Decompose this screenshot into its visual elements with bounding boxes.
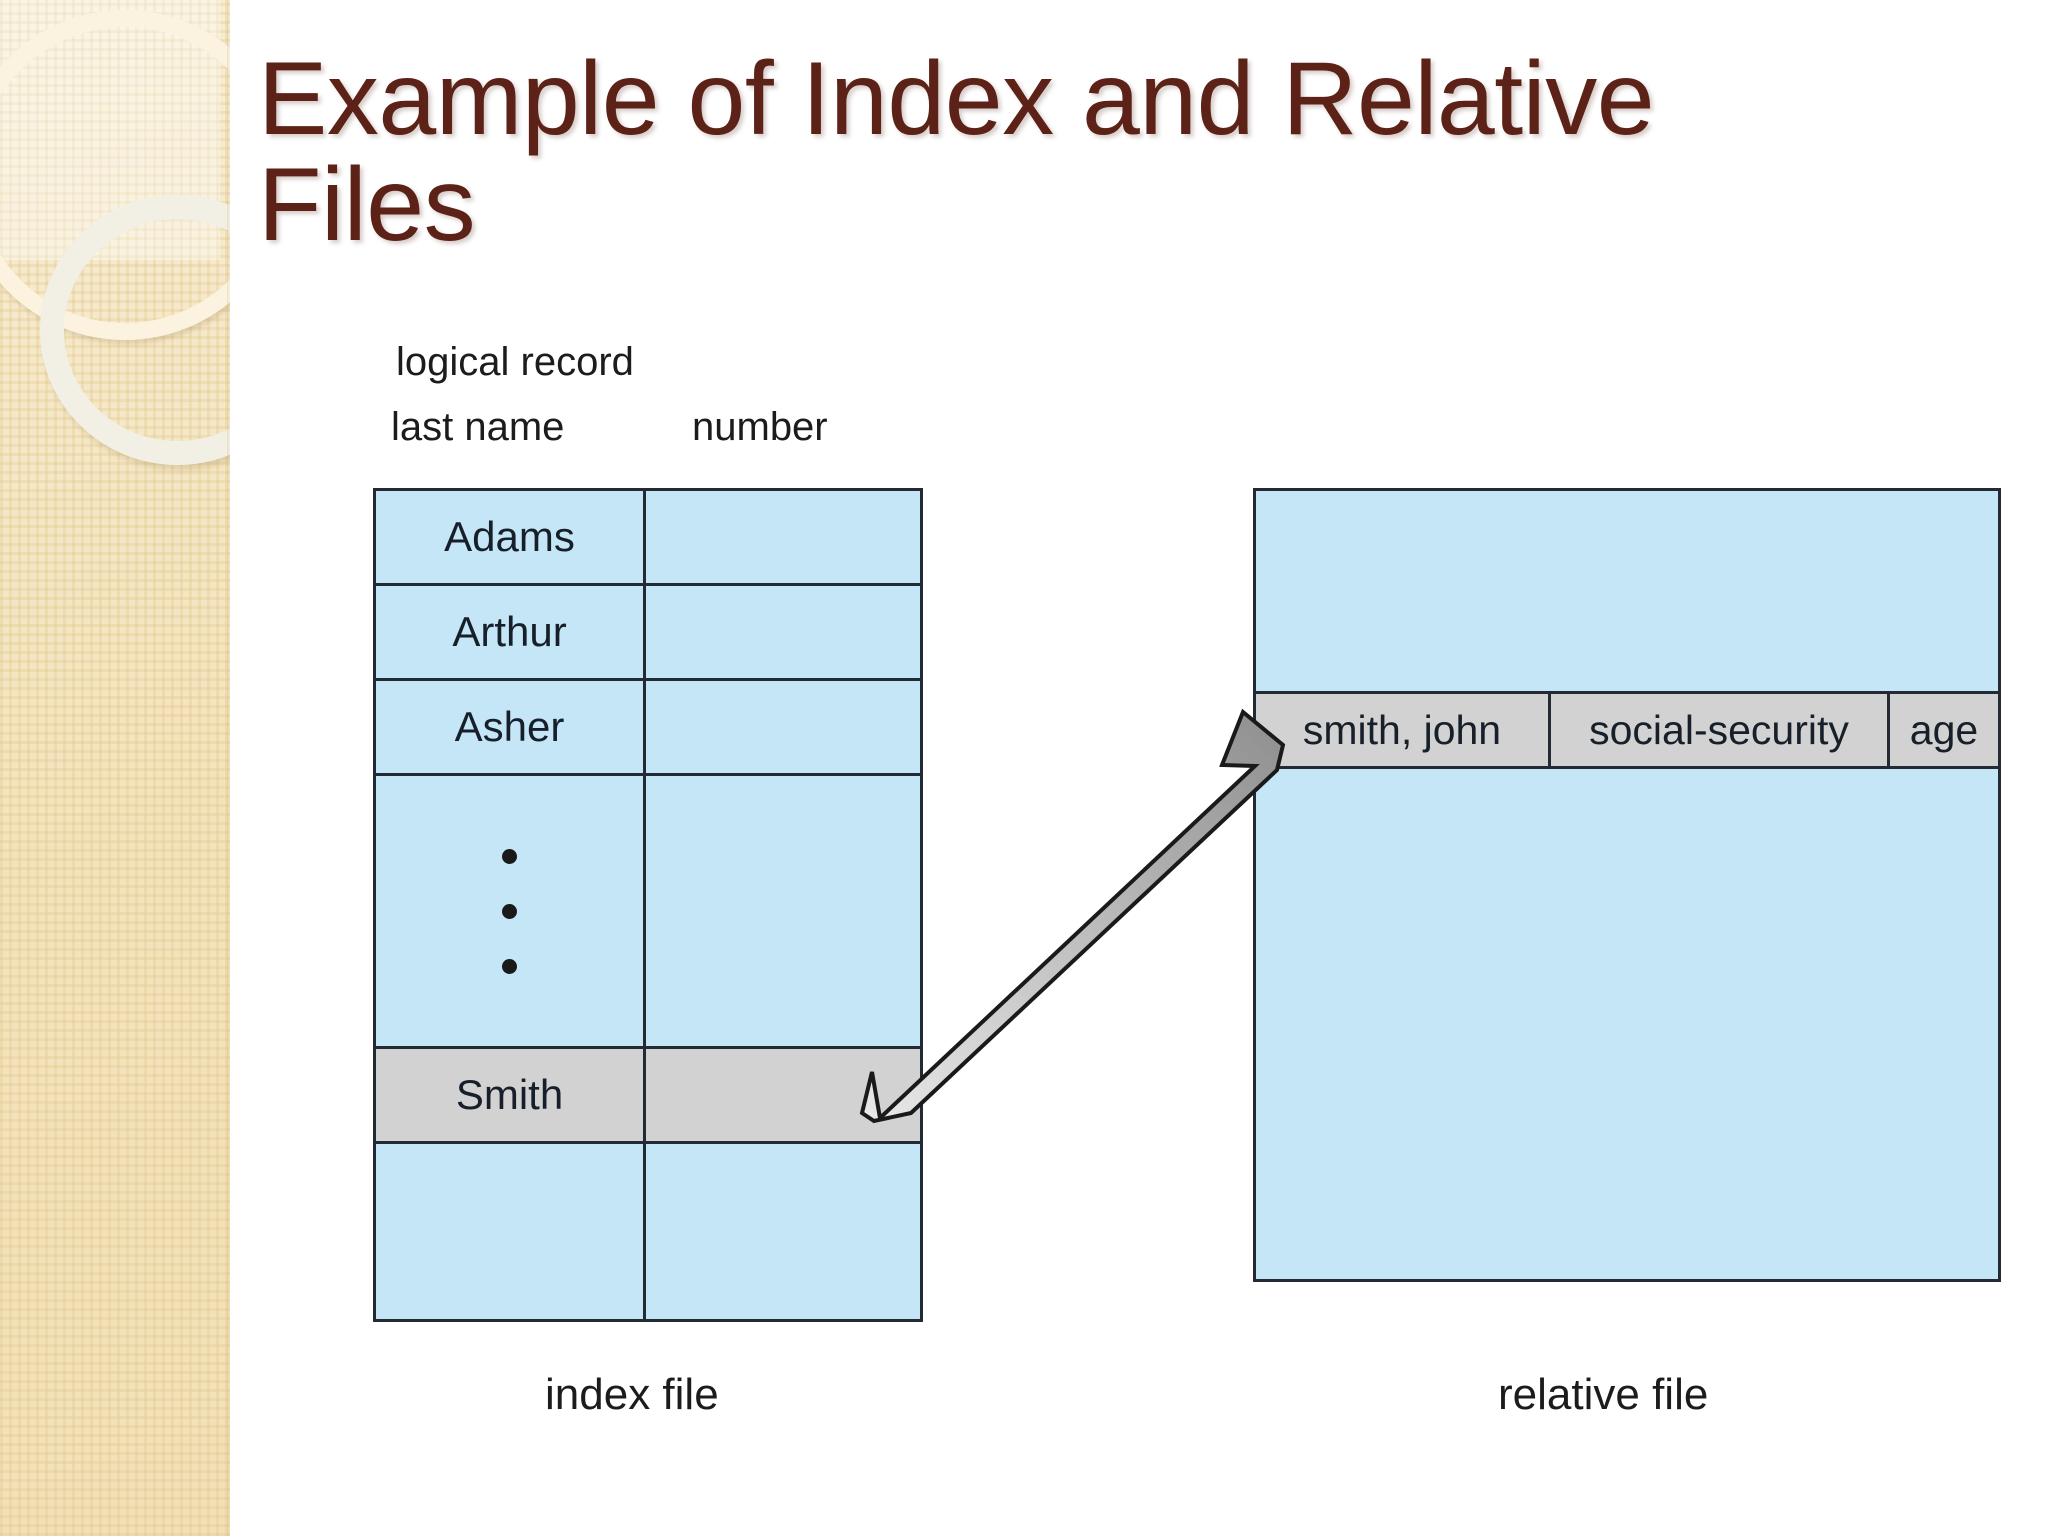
- index-row-last-name: Asher: [376, 681, 646, 773]
- index-empty-cell: [376, 1144, 646, 1319]
- relative-file-space-bottom: [1256, 769, 1998, 1279]
- index-row-last-name: Adams: [376, 491, 646, 583]
- label-last-name: last name: [391, 405, 565, 449]
- table-row[interactable]: Asher: [376, 681, 920, 776]
- index-row-record-number: [646, 681, 920, 773]
- ellipsis-dot: [502, 903, 517, 919]
- index-empty-number-cell: [646, 1144, 920, 1319]
- label-logical-record-line2: number: [692, 405, 828, 449]
- relative-file-record-smith-john[interactable]: smith, john social-security age: [1256, 691, 1998, 769]
- index-ellipsis-number-cell: [646, 776, 920, 1046]
- ellipsis-dot: [502, 848, 517, 864]
- record-field-name: smith, john: [1256, 694, 1551, 766]
- table-row-smith-highlighted[interactable]: Smith: [376, 1049, 920, 1144]
- label-logical-record-line1: logical record: [396, 340, 634, 384]
- table-row-empty: [376, 1144, 920, 1319]
- relative-file-space-top: [1256, 491, 1998, 691]
- index-ellipsis-cell: [376, 776, 646, 1046]
- index-row-record-number: [646, 1049, 920, 1141]
- index-row-last-name: Smith: [376, 1049, 646, 1141]
- index-file-table: Adams Arthur Asher: [373, 488, 923, 1322]
- index-row-record-number: [646, 586, 920, 678]
- relative-file-table: smith, john social-security age: [1253, 488, 2001, 1282]
- record-field-social-security: social-security: [1551, 694, 1890, 766]
- band-edge-shadow: [227, 0, 230, 1536]
- page-title: Example of Index and Relative Files: [258, 41, 1655, 264]
- vertical-ellipsis-icon: [376, 848, 643, 974]
- table-row[interactable]: Arthur: [376, 586, 920, 681]
- index-row-last-name: Arthur: [376, 586, 646, 678]
- record-field-age: age: [1890, 694, 1998, 766]
- caption-relative-file: relative file: [1498, 1370, 1709, 1419]
- slide-decoration-band: [0, 0, 230, 1536]
- table-row[interactable]: Adams: [376, 491, 920, 586]
- index-row-record-number: [646, 491, 920, 583]
- table-row-ellipsis: [376, 776, 920, 1049]
- ellipsis-dot: [502, 958, 517, 974]
- caption-index-file: index file: [545, 1370, 719, 1419]
